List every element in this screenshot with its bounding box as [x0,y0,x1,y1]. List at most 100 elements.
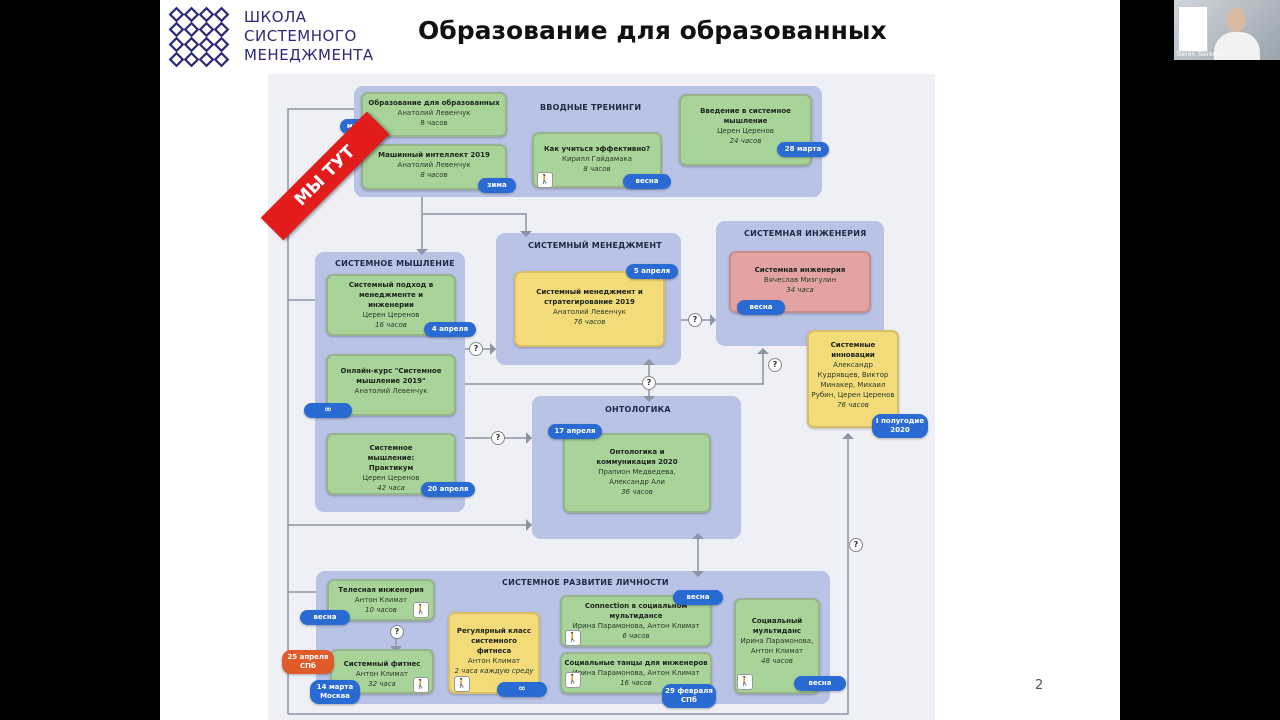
card-title: Системная инженерия [754,266,846,274]
card-sm[interactable]: Системный менеджмент и стратегирование 2… [514,271,665,347]
card-author: Вячеслав Мизгулин [763,276,837,284]
date-pill[interactable]: ∞ [304,403,352,418]
connector-lines [287,108,854,715]
person-walking-icon: 🚶 [537,172,553,188]
logo-line-3: МЕНЕДЖМЕНТА [244,46,374,64]
card-title: Социальный мультиданс [751,617,803,635]
card-hours: 32 часа [368,680,396,688]
speaker-head [1226,8,1246,32]
card-title: Системный менеджмент и стратегирование 2… [536,288,643,306]
card-author: Антон Климат [467,657,521,665]
slide-title: Образование для образованных [418,16,887,45]
card-onto[interactable]: Онтологика и коммуникация 2020 Прапион М… [563,433,711,513]
date-pill[interactable]: весна [623,174,671,189]
logo-line-2: СИСТЕМНОГО [244,27,357,45]
card-title: Системные инновации [830,341,876,359]
card-hours: 6 часов [622,632,650,640]
date-pill[interactable]: 17 апреля [548,424,602,439]
slide: ШКОЛА СИСТЕМНОГО МЕНЕДЖМЕНТА Образование… [160,0,1120,720]
person-walking-icon: 🚶 [413,677,429,693]
webcam-name-label: Tseren Tserenov [1176,51,1224,58]
card-title: Машинный интеллект 2019 [378,151,490,159]
card-hours: 76 часов [573,318,606,326]
school-logo-icon [168,6,230,68]
card-hours: 42 часа [377,484,405,492]
card-hours: 16 часов [375,321,407,329]
card-hours: 16 часов [620,679,652,687]
card-intro-st[interactable]: Введение в системное мышление Церен Цере… [679,94,812,166]
date-pill[interactable]: I полугодие 2020 [872,414,928,438]
card-title: Системное мышление: Практикум [367,444,415,472]
card-author: Прапион Медведева, Александр Али [598,468,676,486]
question-icon: ? [688,313,702,327]
card-hours: 48 часов [761,657,793,665]
webcam-thumbnail[interactable]: Tseren Tserenov [1174,0,1280,60]
group-title: СИСТЕМНАЯ ИНЖЕНЕРИЯ [744,229,867,238]
card-hours: 76 часов [837,401,869,409]
speaker-body [1214,32,1260,60]
card-author: Церен Церенов [362,311,420,319]
date-pill[interactable]: 5 апреля [626,264,678,279]
card-title: Регулярный класс системного фитнеса [456,627,532,655]
date-pill[interactable]: весна [673,590,723,605]
date-pill[interactable]: весна [300,610,350,625]
person-walking-icon: 🚶 [737,674,753,690]
question-icon: ? [642,376,656,390]
group-title: СИСТЕМНОЕ РАЗВИТИЕ ЛИЧНОСТИ [502,578,669,587]
date-pill[interactable]: 14 марта Москва [310,680,360,704]
group-title: ОНТОЛОГИКА [605,405,671,414]
card-author: Ирина Парамонова, Антон Климат [572,669,700,677]
date-pill[interactable]: 28 марта [777,142,829,157]
group-title: ВВОДНЫЕ ТРЕНИНГИ [540,103,642,112]
card-hours: 36 часов [621,488,653,496]
course-map-diagram: ВВОДНЫЕ ТРЕНИНГИ СИСТЕМНЫЙ МЕНЕДЖМЕНТ СИ… [260,74,935,720]
date-pill[interactable]: весна [737,300,785,315]
date-pill[interactable]: 29 февраля СПб [662,684,716,708]
card-title: Системный фитнес [343,660,421,668]
person-walking-icon: 🚶 [565,630,581,646]
card-hours: 34 часа [786,286,814,294]
question-icon: ? [469,342,483,356]
card-title: Connection в социальном мультидансе [584,602,688,620]
card-title: Онлайн-курс "Системное мышление 2019" [340,367,442,385]
card-hours: 8 часов [420,119,448,127]
card-title: Как учиться эффективно? [543,145,651,153]
card-author: Антон Климат [354,596,408,604]
group-title: СИСТЕМНОЕ МЫШЛЕНИЕ [335,259,455,268]
card-author: Анатолий Левенчук [354,387,428,395]
card-title: Онтологика и коммуникация 2020 [596,448,678,466]
page-number: 2 [1035,678,1044,693]
card-innov[interactable]: Системные инновации Александр Кудрявцев,… [807,330,899,428]
group-title: СИСТЕМНЫЙ МЕНЕДЖМЕНТ [528,241,662,250]
card-regular[interactable]: Регулярный класс системного фитнеса Анто… [448,612,540,694]
card-author: Анатолий Левенчук [397,161,471,169]
question-icon: ? [390,625,404,639]
question-icon: ? [491,431,505,445]
question-icon: ? [849,538,863,552]
date-pill[interactable]: ∞ [497,682,547,697]
person-walking-icon: 🚶 [565,672,581,688]
card-author: Ирина Парамонова, Антон Климат [740,637,814,655]
date-pill[interactable]: 20 апреля [421,482,475,497]
card-author: Церен Церенов [362,474,420,482]
card-online[interactable]: Онлайн-курс "Системное мышление 2019" Ан… [326,354,456,416]
date-pill[interactable]: 4 апреля [424,322,476,337]
card-hours: 10 часов [365,606,397,614]
card-title: Телесная инженерия [338,586,424,594]
logo-line-1: ШКОЛА [244,8,307,26]
date-pill[interactable]: весна [794,676,846,691]
background-poster [1178,6,1208,52]
card-author: Анатолий Левенчук [553,308,626,316]
card-dances[interactable]: Социальные танцы для инженеров Ирина Пар… [560,652,712,694]
card-author: Анатолий Левенчук [397,109,471,117]
card-title: Образование для образованных [368,99,500,107]
card-hours: 24 часов [729,137,762,145]
card-author: Антон Климат [355,670,409,678]
card-title: Социальные танцы для инженеров [564,659,708,667]
card-hours: 2 часа каждую среду [454,667,534,675]
card-author: Кирилл Гайдамака [561,155,632,163]
date-pill[interactable]: 25 апреля СПб [282,650,334,674]
date-pill[interactable]: зима [478,178,516,193]
card-approach[interactable]: Системный подход в менеджменте и инженер… [326,274,456,336]
card-learn[interactable]: Как учиться эффективно? Кирилл Гайдамака… [532,132,662,188]
